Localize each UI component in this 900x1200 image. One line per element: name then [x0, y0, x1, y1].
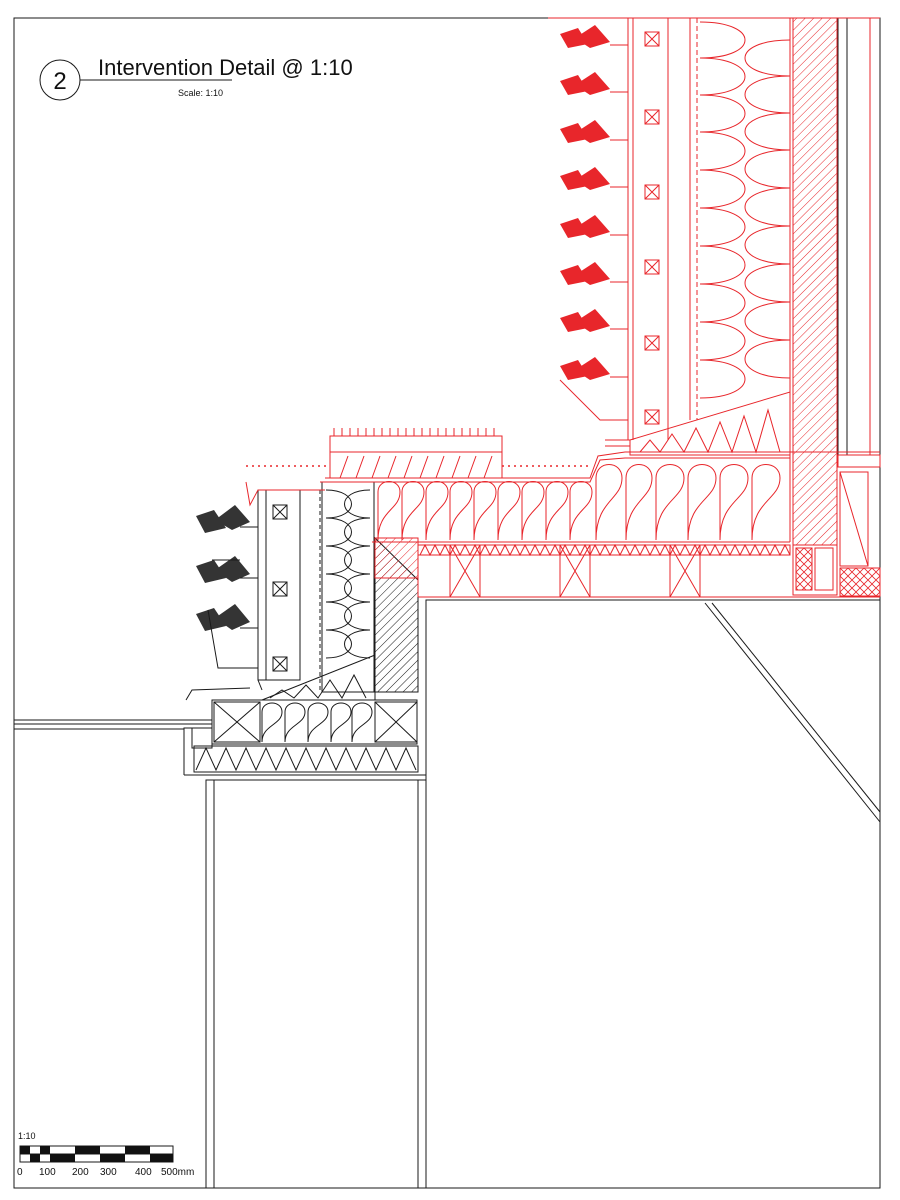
detail-number: 2: [53, 68, 66, 95]
scale-note: Scale: 1:10: [178, 88, 223, 98]
planting-red: [560, 25, 610, 380]
existing-structure: [14, 18, 881, 1188]
detail-title: Intervention Detail @ 1:10: [98, 55, 353, 80]
proposed-upper-wall: [548, 17, 881, 597]
scale-tick-300: 300: [100, 1167, 117, 1178]
scale-tick-200: 200: [72, 1167, 89, 1178]
scale-bar: 1:10 0 100 200 300 400 500mm: [17, 1131, 194, 1178]
scale-bar-ratio: 1:10: [18, 1131, 36, 1141]
title-block: 2 Intervention Detail @ 1:10 Scale: 1:10: [39, 55, 353, 101]
scale-tick-0: 0: [17, 1167, 23, 1178]
proposed-roof-assembly: [245, 428, 880, 598]
sheet-frame: [13, 17, 881, 1189]
parapet-assembly: [185, 481, 419, 773]
scale-tick-400: 400: [135, 1167, 152, 1178]
scale-tick-100: 100: [39, 1167, 56, 1178]
scale-tick-500mm: 500mm: [161, 1167, 194, 1178]
